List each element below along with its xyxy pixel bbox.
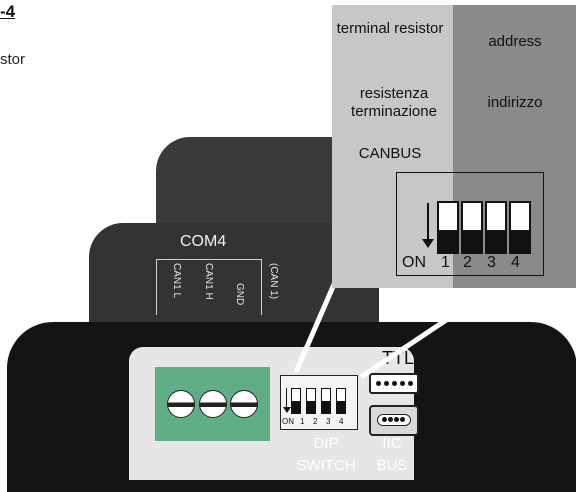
zoom-address-en: address [488,33,542,50]
section-subtext: stor [0,51,26,68]
screw-icon [199,390,227,418]
dip-arrow-shaft-icon [427,203,429,241]
zoom-terminal-resistor-en: terminal resistor [336,20,444,37]
dip-zoom-switch-3[interactable] [485,201,507,254]
dip-zoom-number-1: 1 [441,254,450,271]
dip-small-number-1: 1 [300,417,305,426]
dip-small-switch-2[interactable] [306,388,316,414]
pin-icon [388,417,393,422]
dip-switch-caption-line2: SWITCH [296,457,356,474]
dip-small-number-4: 4 [339,417,344,426]
dip-zoom-switch-4[interactable] [509,201,531,254]
dip-switch-zoomed: ON 1 2 3 4 [396,172,544,276]
iic-connector [369,405,419,436]
callout-lines [0,0,576,480]
dip-zoom-switch-1[interactable] [437,201,459,254]
callout-line-right [359,279,505,380]
pin-icon [392,381,397,386]
zoom-canbus-label: CANBUS [358,145,422,162]
com4-bracket [156,259,262,315]
iic-caption-line2: BUS [376,457,408,474]
dip-arrowhead-icon [422,239,434,248]
callout-line-left [293,281,338,373]
dip-zoom-number-2: 2 [463,254,472,271]
com4-title: COM4 [180,233,227,250]
dip-zoom-on-label: ON [402,254,426,271]
iic-caption-line1: IIC [382,435,402,452]
dip-zoom-number-4: 4 [511,254,520,271]
dip-zoom-number-3: 3 [487,254,496,271]
pin-icon [400,381,405,386]
dip-small-number-2: 2 [313,417,318,426]
ttl-label: TTL [382,348,415,368]
screw-icon [167,390,195,418]
pin-icon [382,417,387,422]
dip-switch-small[interactable]: ON 1 2 3 4 [280,375,358,430]
pin-icon [408,381,413,386]
iic-socket [377,414,411,426]
ttl-connector [369,373,419,394]
zoom-address-it: indirizzo [487,94,543,111]
dip-small-arrow-icon [286,388,287,410]
zoom-terminal-resistor-it: resistenza terminazione [351,85,437,120]
dip-zoom-switch-2[interactable] [461,201,483,254]
pin-icon [394,417,399,422]
dip-small-arrowhead-icon [283,407,291,413]
canbus-terminal-block [155,367,270,441]
pin-icon [376,381,381,386]
screw-icon [230,390,258,418]
dip-small-switch-1[interactable] [291,388,301,414]
section-heading: -4 [0,2,16,21]
dip-small-number-3: 3 [326,417,331,426]
dip-switch-caption-line1: DIP [313,435,339,452]
dip-small-on-label: ON [282,417,294,426]
pin-icon [384,381,389,386]
dip-small-switch-3[interactable] [321,388,331,414]
dip-small-switch-4[interactable] [336,388,346,414]
pin-icon [400,417,405,422]
